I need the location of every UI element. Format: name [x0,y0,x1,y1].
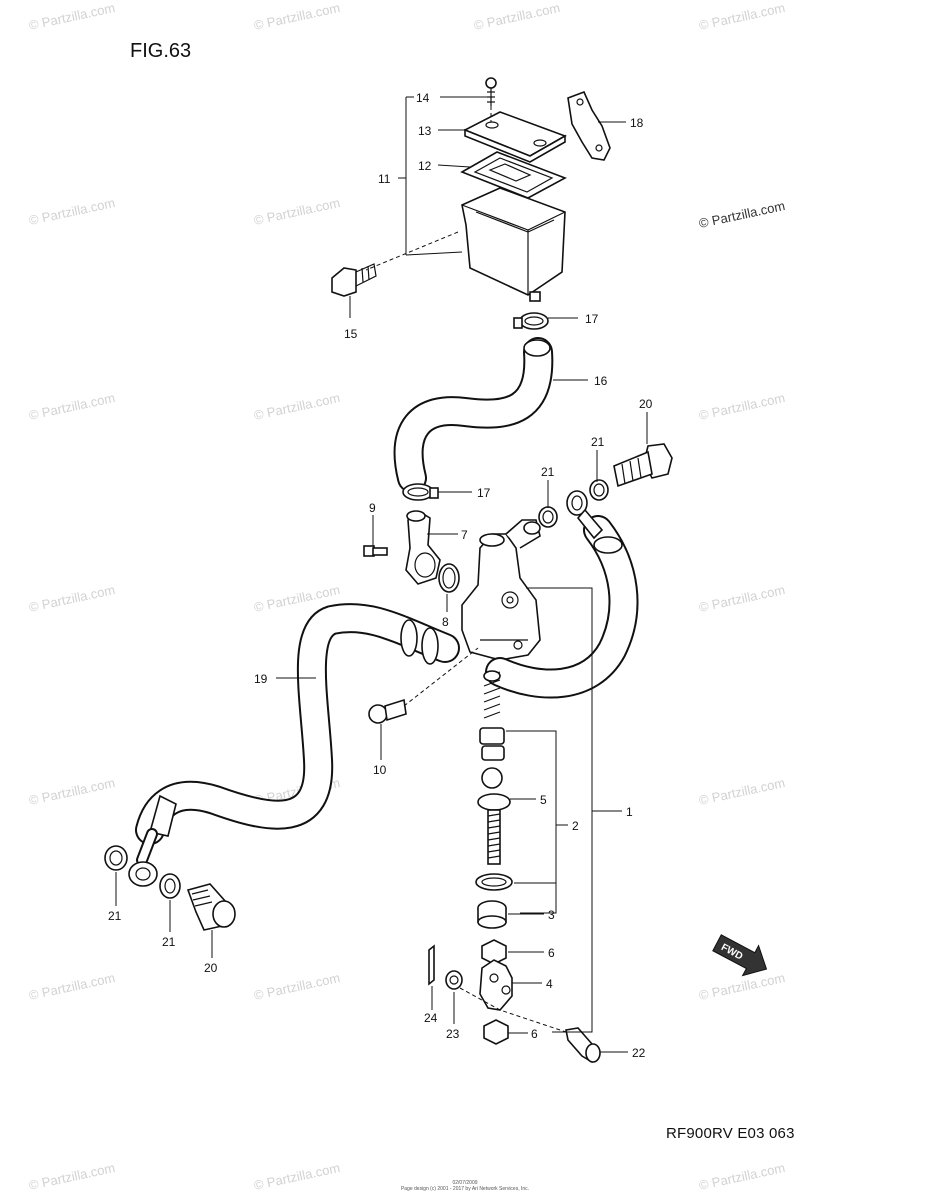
callout-13: 13 [418,124,432,138]
watermark-text: © Partzilla.com [28,1160,117,1193]
callout-21-upper: 21 [541,465,555,479]
forward-direction-arrow: FWD [712,934,768,977]
reservoir-bolt-15 [331,263,377,297]
watermark-grid: © Partzilla.com © Partzilla.com © Partzi… [28,0,787,1193]
figure-title: FIG.63 [130,40,192,62]
callout-22: 22 [632,1046,646,1060]
inlet-connector-7 [405,510,441,585]
callout-21-lower: 21 [162,935,176,949]
diaphragm-12 [460,151,567,199]
washer-21-d [159,873,181,899]
copyright-fine-print: 02/07/2009 Page design (c) 2001 - 2017 b… [370,1180,560,1192]
hose-16 [393,337,554,493]
watermark-text: © Partzilla.com [698,775,787,808]
callout-23: 23 [446,1027,460,1041]
callout-15: 15 [344,327,358,341]
washer-21-b [589,479,609,501]
callout-17-lower: 17 [477,486,491,500]
hose-clamp-17-upper [513,312,549,330]
watermark-text: © Partzilla.com [28,0,117,33]
callout-1: 1 [626,805,633,819]
assembly-line [459,987,567,1033]
callout-20-lower: 20 [204,961,218,975]
washer-23 [445,970,463,990]
callout-17-upper: 17 [585,312,599,326]
brake-hose-19 [135,603,460,845]
leader-lines [115,96,648,1053]
callout-14: 14 [416,91,430,105]
watermark-text: © Partzilla.com [253,0,342,33]
watermark-text: © Partzilla.com [253,195,342,228]
callout-24: 24 [424,1011,438,1025]
callout-11: 11 [378,172,391,186]
callout-20-upper: 20 [639,397,653,411]
screw-14 [485,77,497,106]
callout-9: 9 [369,501,376,515]
union-bolt-20-lower [186,883,236,931]
callout-5: 5 [540,793,547,807]
union-bolt-20-upper [613,443,673,488]
watermark-text: © Partzilla.com [28,390,117,423]
fine-print-copyright: Page design (c) 2001 - 2017 by Ari Netwo… [400,1186,530,1192]
callout-6-upper: 6 [548,946,555,960]
washer-21-a [538,506,558,528]
reservoir-cap-13 [463,111,567,163]
nut-6-lower [483,1019,509,1045]
reservoir-tank [461,187,566,302]
callout-16: 16 [594,374,608,388]
piston-cups [479,727,505,789]
watermark-text: © Partzilla.com [253,970,342,1003]
assembly-line [403,647,479,707]
watermark-text: © Partzilla.com [28,582,117,615]
watermark-text: © Partzilla.com [28,775,117,808]
circlip [475,873,513,891]
cotter-pin-24 [428,944,435,986]
pushrod-5 [477,793,511,865]
master-cylinder-body [461,519,541,661]
watermark-text: © Partzilla.com [698,970,787,1003]
watermark-text: © Partzilla.com [698,1160,787,1193]
callout-8: 8 [442,615,449,629]
fine-print-date: 02/07/2009 [452,1180,478,1186]
hose-clamp-17-lower [402,483,439,501]
watermark-text: © Partzilla.com [253,390,342,423]
o-ring-8 [438,563,460,593]
callout-21-upper-right: 21 [591,435,605,449]
assembly-line [365,231,459,271]
callout-7: 7 [461,528,468,542]
callout-18: 18 [630,116,644,130]
watermark-text: © Partzilla.com [28,970,117,1003]
watermark-text: © Partzilla.com [698,390,787,423]
diagram-code: RF900RV E03 063 [666,1125,795,1142]
lower-banjo-fitting [128,794,177,887]
watermark-main: © Partzilla.com [698,198,787,231]
callout-6-lower: 6 [531,1027,538,1041]
watermark-text: © Partzilla.com [698,582,787,615]
callout-12: 12 [418,159,432,173]
callout-19: 19 [254,672,268,686]
callout-labels: 14 13 12 11 18 15 17 16 20 21 21 17 9 7 … [108,91,653,1060]
watermark-text: © Partzilla.com [28,195,117,228]
screw-10 [368,698,407,724]
callout-4: 4 [546,977,553,991]
watermark-text: © Partzilla.com [253,1160,342,1193]
screw-9 [363,545,388,557]
watermark-text: © Partzilla.com [473,0,562,33]
clevis-pin-22 [565,1027,602,1064]
callout-21-lower-left: 21 [108,909,122,923]
clevis-4 [479,959,513,1011]
nut-6-upper [481,939,507,965]
boot-3 [477,900,507,929]
right-brake-line [485,490,639,699]
callout-10: 10 [373,763,387,777]
reservoir-bracket-18 [567,90,611,161]
washer-21-c [104,845,128,871]
callout-2: 2 [572,819,579,833]
callout-3: 3 [548,908,555,922]
spring [483,670,501,719]
watermark-text: © Partzilla.com [698,0,787,33]
